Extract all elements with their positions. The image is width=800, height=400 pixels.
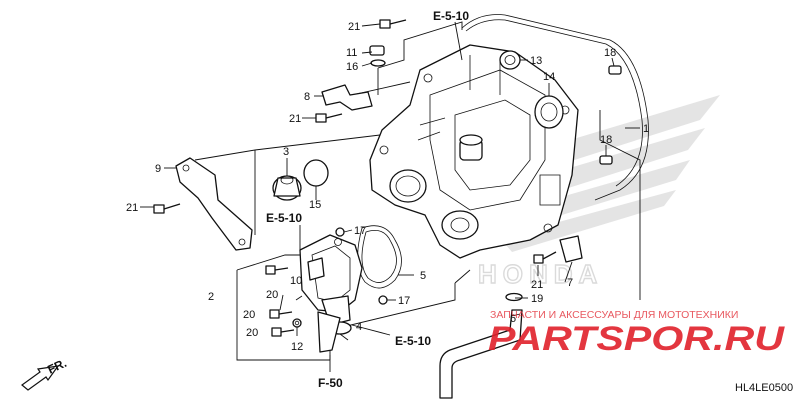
callout-21-bracket: 21 — [126, 202, 138, 214]
callout-20-a: 20 — [266, 289, 278, 301]
callout-2: 2 — [208, 291, 214, 303]
callout-17-top: 17 — [354, 225, 366, 237]
callout-6: 6 — [510, 313, 516, 325]
callout-3: 3 — [283, 146, 289, 158]
front-arrow-icon — [21, 365, 60, 391]
ref-f-50: F-50 — [318, 376, 343, 390]
callout-12: 12 — [291, 341, 303, 353]
o-ring-15 — [303, 159, 329, 187]
callout-21-right: 21 — [531, 279, 543, 291]
callout-17-bottom: 17 — [398, 295, 410, 307]
bolt-21-right — [533, 251, 557, 264]
dowel-pin-18-mid — [599, 155, 613, 165]
callout-18-mid: 18 — [600, 134, 612, 146]
impeller-3 — [272, 175, 302, 201]
callout-19: 19 — [531, 293, 543, 305]
callout-20-b: 20 — [243, 309, 255, 321]
oil-seal-14 — [534, 95, 564, 129]
water-pipe-4 — [317, 311, 341, 353]
callout-8: 8 — [304, 91, 310, 103]
hose-6 — [439, 309, 523, 399]
ref-e-5-10-bottom: E-5-10 — [395, 334, 431, 348]
callout-21-top: 21 — [348, 21, 360, 33]
dowel-pin-18-top — [608, 65, 622, 75]
washer-12 — [292, 318, 302, 328]
callout-18-top: 18 — [604, 47, 616, 59]
callout-16: 16 — [346, 61, 358, 73]
bolt-21-bracket — [153, 203, 181, 214]
watermark-site: PARTSPOR.RU — [488, 320, 786, 358]
callout-10: 10 — [290, 275, 302, 287]
callout-9: 9 — [155, 163, 161, 175]
callout-numbers: 1 2 3 4 5 6 7 8 9 10 11 12 13 14 15 16 1… — [126, 21, 649, 353]
callout-7: 7 — [567, 277, 573, 289]
bolt-21-top — [379, 19, 407, 29]
ref-e-5-10-left: E-5-10 — [266, 211, 302, 225]
right-crankcase-cover — [369, 44, 579, 259]
bracket-9 — [175, 157, 253, 251]
front-label: FR. — [45, 356, 68, 377]
callout-11: 11 — [346, 47, 357, 59]
callout-15: 15 — [309, 199, 321, 211]
leader-lines — [140, 21, 640, 372]
callout-1: 1 — [643, 123, 649, 135]
callout-21-left: 21 — [289, 113, 301, 125]
bolt-20-a — [265, 265, 289, 275]
breather-plug-11 — [369, 45, 386, 67]
washer-17-top — [335, 227, 345, 237]
watermark-caption: ЗАПЧАСТИ И АКСЕССУАРЫ ДЛЯ МОТОТЕХНИКИ — [490, 309, 738, 321]
callout-13: 13 — [530, 55, 542, 67]
cover-gasket — [461, 14, 649, 201]
diagram-code: HL4LE0500 — [735, 382, 793, 394]
section-references: E-5-10 E-5-10 E-5-10 F-50 — [266, 9, 469, 390]
bracket-8 — [321, 84, 373, 111]
callout-5: 5 — [420, 270, 426, 282]
callout-14: 14 — [543, 71, 555, 83]
ref-e-5-10-top: E-5-10 — [433, 9, 469, 23]
oil-seal-13 — [499, 50, 521, 70]
callout-4: 4 — [356, 321, 362, 333]
bolt-20-c — [271, 327, 295, 337]
partspor-watermark: ЗАПЧАСТИ И АКСЕССУАРЫ ДЛЯ МОТОТЕХНИКИ PA… — [488, 309, 786, 358]
bracket-7 — [559, 235, 583, 263]
water-pump-cover-2 — [299, 234, 363, 335]
callout-20-c: 20 — [246, 327, 258, 339]
bolt-20-b — [269, 309, 293, 319]
hose-clamp-19 — [505, 292, 523, 302]
washer-17-bottom — [378, 295, 388, 305]
bolt-21-left — [315, 113, 343, 123]
front-direction-indicator: FR. — [21, 356, 69, 391]
